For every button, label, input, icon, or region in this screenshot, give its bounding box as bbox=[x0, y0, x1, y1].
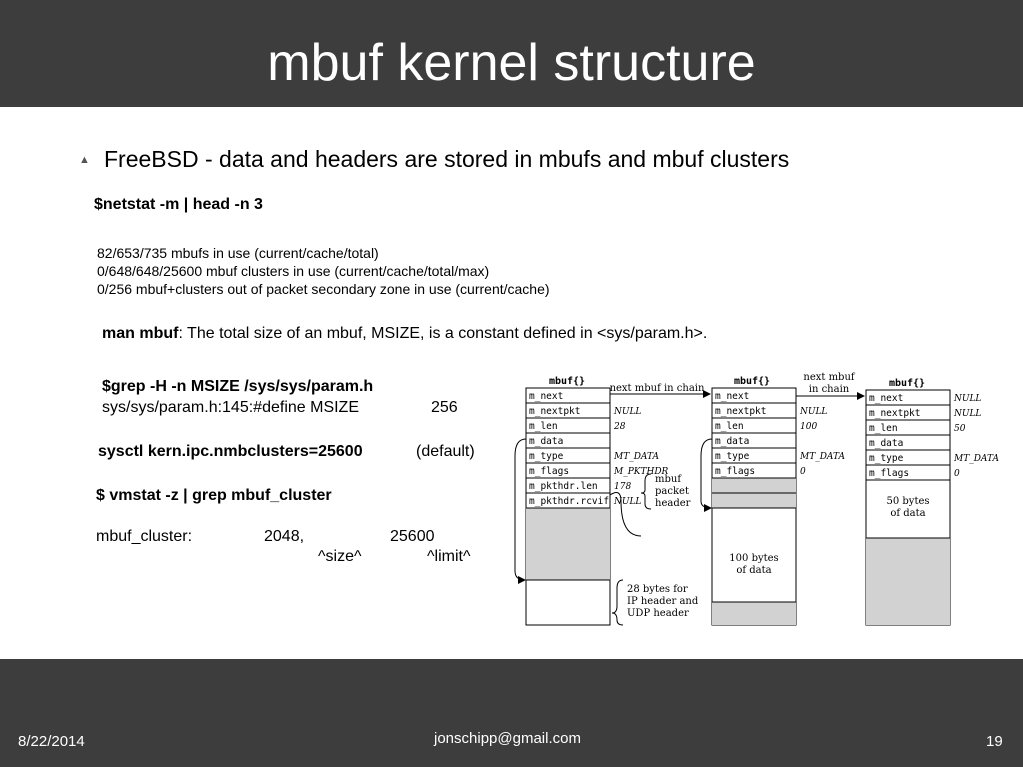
mbuf2-value-4: MT_DATA bbox=[799, 452, 845, 462]
netstat-output-line-1: 82/653/735 mbufs in use (current/cache/t… bbox=[97, 245, 379, 261]
sysctl-command: sysctl kern.ipc.nmbclusters=25600 bbox=[98, 443, 363, 460]
netstat-command: $netstat -m | head -n 3 bbox=[94, 196, 263, 213]
label-28-bytes-2: IP header and bbox=[627, 596, 699, 607]
next-mbuf-chain2-label-2: in chain bbox=[809, 384, 850, 395]
mbuf1-field-m-flags: m_flags bbox=[529, 466, 569, 477]
packet-header-label-2: packet bbox=[655, 486, 689, 497]
mbuf3-value-1: NULL bbox=[953, 409, 981, 419]
mbuf2-value-1: NULL bbox=[799, 407, 827, 417]
mbuf1-field-m-pkthdr-rcvif: m_pkthdr.rcvif bbox=[529, 496, 609, 507]
mbuf1-value-4: MT_DATA bbox=[613, 452, 659, 462]
mbuf1-box bbox=[525, 387, 611, 626]
mbuf2-title: mbuf{} bbox=[734, 376, 770, 387]
mbuf3-field-m-data: m_data bbox=[869, 438, 903, 449]
vmstat-label: mbuf_cluster: bbox=[96, 528, 193, 545]
mbuf2-field-m-len: m_len bbox=[715, 421, 744, 432]
grep-result: sys/sys/param.h:145:#define MSIZE bbox=[102, 399, 359, 416]
mbuf2-field-m-flags: m_flags bbox=[715, 466, 755, 477]
next-mbuf-chain2-label-1: next mbuf bbox=[803, 372, 856, 383]
bullet-arrow-icon: ▲ bbox=[79, 154, 90, 166]
man-mbuf-label: man mbuf bbox=[102, 325, 179, 342]
mbuf3-field-m-len: m_len bbox=[869, 423, 898, 434]
grep-command: $grep -H -n MSIZE /sys/sys/param.h bbox=[102, 378, 374, 395]
label-28-bytes-1: 28 bytes for bbox=[627, 584, 688, 595]
mbuf1-field-m-type: m_type bbox=[529, 451, 564, 462]
mbuf1-value-7: NULL bbox=[613, 497, 641, 507]
sysctl-note: (default) bbox=[416, 443, 475, 460]
mbuf1-value-5: M_PKTHDR bbox=[613, 467, 669, 477]
label-50-bytes-1: 50 bytes bbox=[886, 496, 929, 507]
packet-header-brace bbox=[640, 473, 652, 510]
mbuf3-title: mbuf{} bbox=[889, 378, 925, 389]
mbuf3-field-m-type: m_type bbox=[869, 453, 904, 464]
vmstat-command: $ vmstat -z | grep mbuf_cluster bbox=[96, 487, 332, 504]
mbuf1-field-m-next: m_next bbox=[529, 391, 563, 402]
label-28-bytes-3: UDP header bbox=[627, 608, 689, 619]
mbuf3-field-m-next: m_next bbox=[869, 393, 903, 404]
man-mbuf-text: : The total size of an mbuf, MSIZE, is a… bbox=[178, 325, 708, 342]
bullet-text: FreeBSD - data and headers are stored in… bbox=[104, 146, 790, 172]
footer-bar: 8/22/2014 jonschipp@gmail.com 19 bbox=[0, 659, 1023, 767]
mbuf3-value-5: 0 bbox=[954, 469, 960, 479]
mbuf1-data-region bbox=[526, 508, 610, 580]
next-mbuf-chain-label: next mbuf in chain bbox=[610, 383, 705, 394]
footer-date: 8/22/2014 bbox=[18, 733, 85, 750]
vmstat-size-marker: ^size^ bbox=[318, 548, 362, 565]
mbuf3-value-0: NULL bbox=[953, 394, 981, 404]
title-bar: mbuf kernel structure bbox=[0, 0, 1023, 107]
label-100-bytes-1: 100 bytes bbox=[729, 553, 778, 564]
mbuf2-value-5: 0 bbox=[800, 467, 806, 477]
packet-header-label-3: header bbox=[655, 498, 691, 509]
mbuf2-field-m-data: m_data bbox=[715, 436, 749, 447]
mbuf2-value-2: 100 bbox=[800, 422, 817, 432]
footer-page-number: 19 bbox=[986, 733, 1003, 750]
mbuf1-value-2: 28 bbox=[613, 422, 626, 432]
mbuf3-field-m-nextpkt: m_nextpkt bbox=[869, 408, 920, 419]
mbuf1-field-m-pkthdr-len: m_pkthdr.len bbox=[529, 481, 598, 492]
vmstat-limit: 25600 bbox=[390, 528, 435, 545]
mbuf3-value-2: 50 bbox=[954, 424, 966, 434]
label-100-bytes-2: of data bbox=[736, 565, 771, 576]
mbuf1-value-6: 178 bbox=[614, 482, 631, 492]
vmstat-limit-marker: ^limit^ bbox=[427, 548, 471, 565]
mbuf1-field-m-data: m_data bbox=[529, 436, 563, 447]
mbuf1-value-1: NULL bbox=[613, 407, 641, 417]
footer-email: jonschipp@gmail.com bbox=[434, 730, 581, 747]
mbuf1-title: mbuf{} bbox=[549, 376, 585, 387]
mbuf1-field-m-len: m_len bbox=[529, 421, 558, 432]
netstat-output-line-3: 0/256 mbuf+clusters out of packet second… bbox=[97, 281, 550, 297]
mbuf2-field-m-type: m_type bbox=[715, 451, 750, 462]
man-mbuf-line: man mbuf: The total size of an mbuf, MSI… bbox=[102, 324, 707, 344]
mbuf1-field-m-nextpkt: m_nextpkt bbox=[529, 406, 580, 417]
grep-value: 256 bbox=[431, 399, 458, 416]
mbuf2-field-m-nextpkt: m_nextpkt bbox=[715, 406, 766, 417]
mbuf3-value-4: MT_DATA bbox=[953, 454, 999, 464]
netstat-output-line-2: 0/648/648/25600 mbuf clusters in use (cu… bbox=[97, 263, 490, 279]
label-50-bytes-2: of data bbox=[890, 508, 925, 519]
mbuf2-field-m-next: m_next bbox=[715, 391, 749, 402]
packet-header-label-1: mbuf bbox=[655, 474, 682, 485]
slide-title: mbuf kernel structure bbox=[267, 34, 756, 92]
mbuf3-field-m-flags: m_flags bbox=[869, 468, 909, 479]
vmstat-size: 2048, bbox=[264, 528, 305, 545]
